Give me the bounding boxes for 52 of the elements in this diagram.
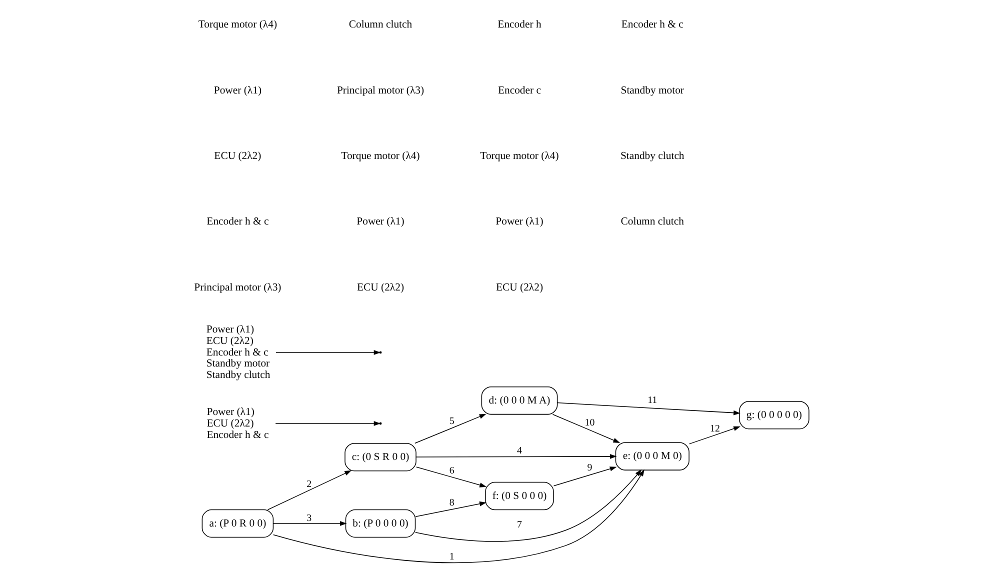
arrow [414,501,486,518]
edge-label: 2 [306,479,312,490]
arrow [415,454,616,459]
edge-label: 3 [306,512,312,524]
label: Power (λ1) [213,84,262,96]
label: Encoder c [497,84,541,96]
label: Standby motor [620,84,684,96]
label: Torque motor (λ4) [198,18,277,31]
edge-label: 1 [448,552,454,563]
label: ECU (2λ2) [214,150,261,162]
arrow [556,402,740,416]
edge-label: 8 [448,498,454,509]
edge-label: 4 [516,446,522,457]
edge-label: 7 [516,520,522,531]
label: Column clutch [348,18,412,31]
edge-label: 10 [584,417,594,428]
node-text: Power (λ1) ECU (2λ2) Encoder h & c Standby motor Standby clutch [206,323,270,382]
node-box: e: (0 0 0 M 0) [614,442,689,470]
label: Encoder h & c [206,216,268,228]
node-box: d: (0 0 0 M A) [480,386,558,415]
node-box: a: (P 0 R 0 0) [201,509,274,538]
edge-label: 6 [448,465,454,476]
arrow [266,470,352,510]
node-box: f: (0 S 0 0 0) [484,482,554,510]
label: Torque motor (λ4) [480,150,558,162]
label: Encoder h [497,18,541,31]
arrow [272,469,644,564]
arrow [414,414,486,444]
node-box: c: (0 S R 0 0) [344,442,416,472]
edge-label: 5 [448,416,454,427]
label: Power (λ1) [356,216,404,228]
label: Power (λ1) [495,216,543,228]
label: Encoder h & c [620,18,683,31]
label: Principal motor (λ3) [336,84,424,96]
label: Principal motor (λ3) [194,281,281,294]
edge-label: 12 [710,423,720,434]
node-box: b: (P 0 0 0 0) [344,509,416,538]
arrow [415,466,486,488]
label: Column clutch [620,216,684,228]
arrow [552,414,620,443]
node-box: g: (0 0 0 0 0) [738,400,809,430]
edge-label: 9 [586,462,592,474]
arrow [688,426,740,444]
arrow [552,466,616,486]
edge-label: 11 [647,395,657,406]
label: ECU (2λ2) [495,281,543,294]
label: Standby clutch [620,150,684,162]
arrow [272,521,346,526]
label: ECU (2λ2) [356,281,404,294]
arrow [414,469,642,542]
node-text: Power (λ1) ECU (2λ2) Encoder h & c [206,406,268,441]
label: Torque motor (λ4) [340,150,420,162]
